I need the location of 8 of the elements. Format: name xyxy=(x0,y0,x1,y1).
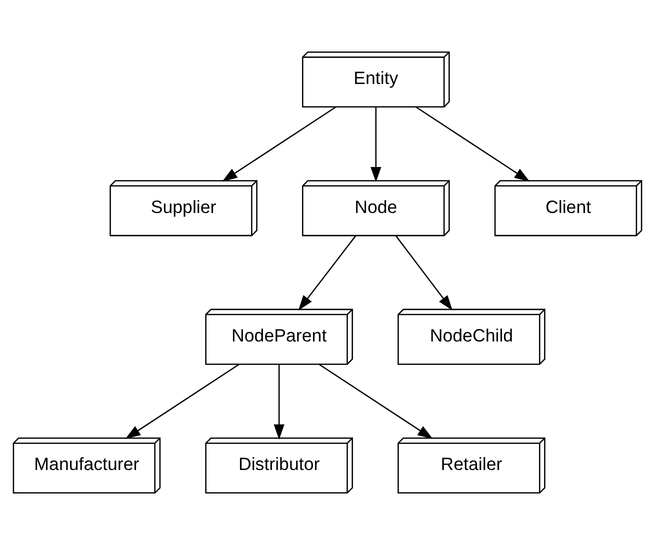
arrow xyxy=(395,235,453,311)
arrow xyxy=(125,364,240,439)
arrow xyxy=(274,364,284,440)
arrow xyxy=(415,106,530,182)
arrow xyxy=(298,235,356,311)
arrow xyxy=(370,106,382,182)
arrow xyxy=(222,106,336,182)
arrow xyxy=(318,364,433,439)
